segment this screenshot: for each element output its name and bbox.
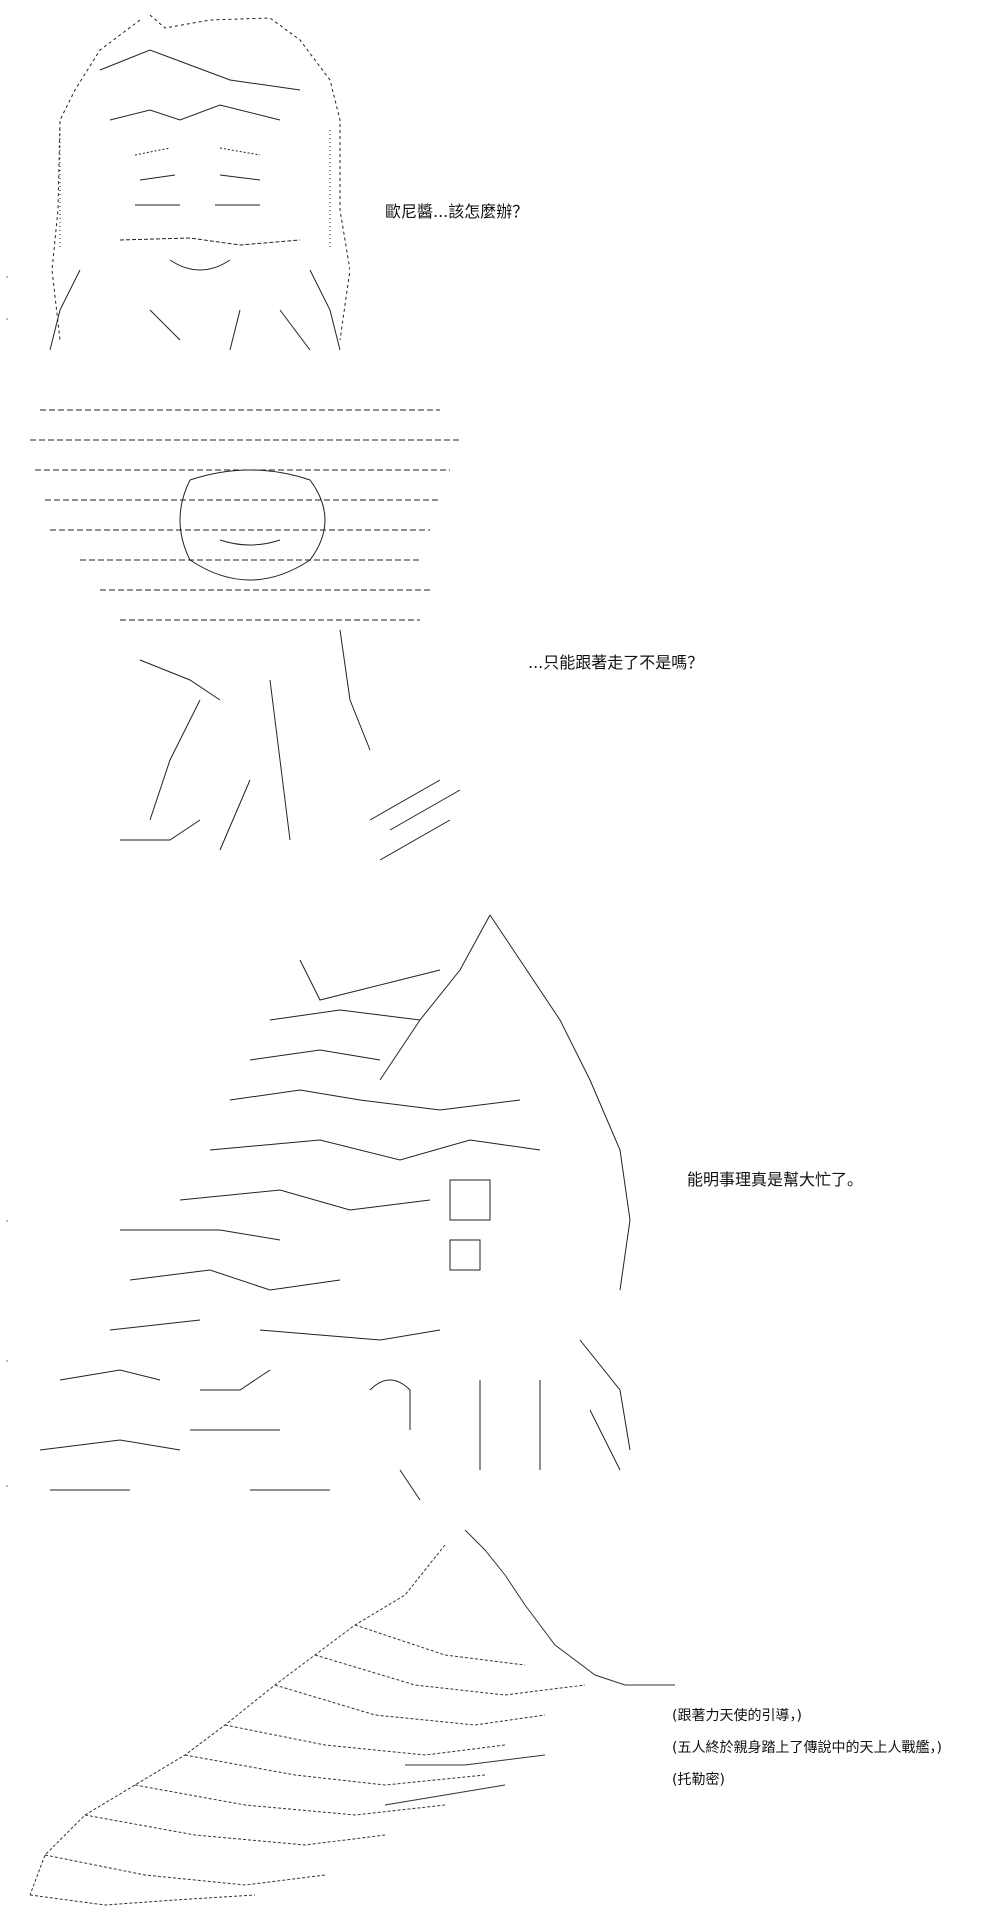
edge-dot <box>6 1485 8 1487</box>
edge-dot <box>6 276 8 278</box>
ascii-art-girl-face <box>40 10 350 365</box>
dialogue-caption: 能明事理真是幫大忙了。 <box>687 1170 864 1189</box>
narration-caption-3: (托勒密) <box>672 1772 725 1788</box>
narration-caption-1: (跟著力天使的引導，) <box>672 1708 802 1724</box>
ascii-art-girl-walking <box>20 400 470 870</box>
edge-dot <box>6 318 8 320</box>
panel-2: ...只能跟著走了不是嗎？ <box>0 390 1000 880</box>
panel-3: 能明事理真是幫大忙了。 <box>0 900 1000 1501</box>
panel-4: (跟著力天使的引導，) (五人終於親身踏上了傳說中的天上人戰艦，) (托勒密) <box>0 1515 1000 1915</box>
ascii-art-warship <box>25 1525 675 1915</box>
dialogue-caption: ...只能跟著走了不是嗎？ <box>528 653 704 672</box>
edge-dot <box>6 1220 8 1222</box>
edge-dot <box>6 1360 8 1362</box>
ascii-art-ship-group <box>20 910 640 1510</box>
panel-1: 歐尼醬...該怎麼辦？ <box>0 0 1000 370</box>
narration-caption-2: (五人終於親身踏上了傳說中的天上人戰艦，) <box>672 1740 942 1756</box>
dialogue-caption: 歐尼醬...該怎麼辦？ <box>385 202 529 221</box>
